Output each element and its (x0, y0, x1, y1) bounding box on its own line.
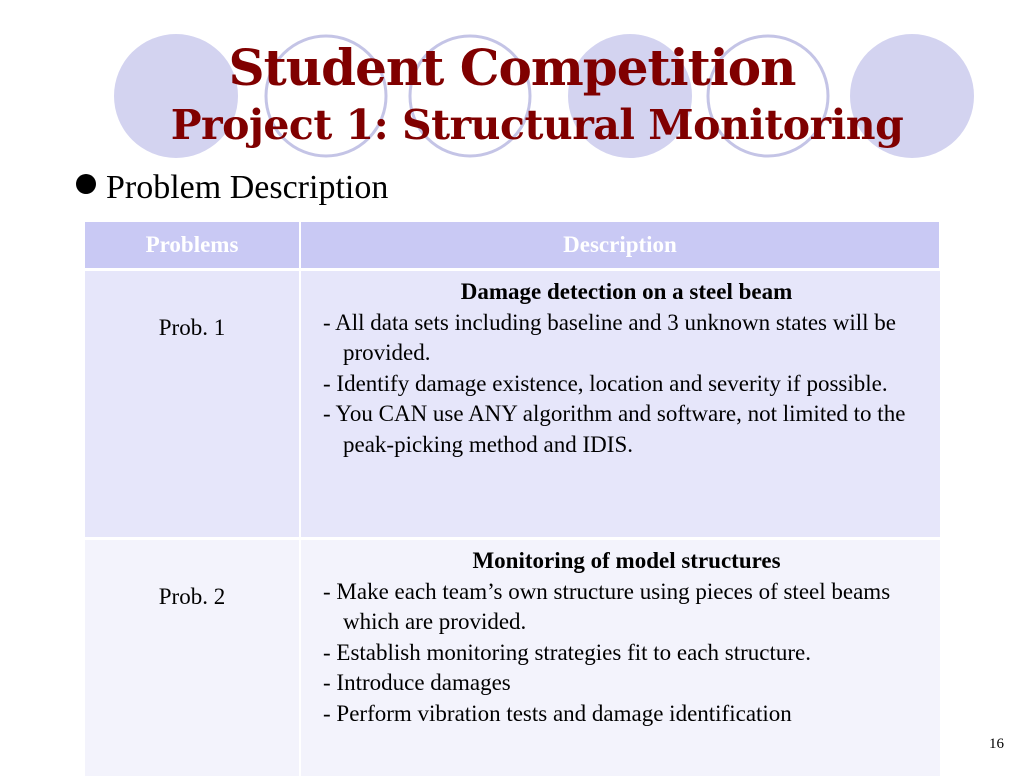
table-row: Prob. 1 Damage detection on a steel beam… (85, 270, 940, 539)
page-number: 16 (989, 736, 1004, 753)
title-line-2: Project 1: Structural Monitoring (0, 98, 1024, 152)
title-line-1: Student Competition (0, 38, 1024, 98)
description-item: - Identify damage existence, location an… (323, 369, 930, 400)
bullet-problem-description: Problem Description (76, 166, 388, 210)
header-problems: Problems (85, 222, 300, 270)
description-cell: Damage detection on a steel beam - All d… (300, 270, 940, 539)
problem-cell: Prob. 1 (85, 270, 300, 539)
description-cell: Monitoring of model structures - Make ea… (300, 539, 940, 776)
bullet-dot-icon (76, 174, 96, 194)
problem-cell: Prob. 2 (85, 539, 300, 776)
description-heading: Damage detection on a steel beam (323, 277, 930, 308)
bullet-text: Problem Description (106, 169, 388, 206)
description-item: - All data sets including baseline and 3… (323, 308, 930, 369)
description-item: - Establish monitoring strategies fit to… (323, 638, 930, 669)
table-row: Prob. 2 Monitoring of model structures -… (85, 539, 940, 776)
problems-table: Problems Description Prob. 1 Damage dete… (85, 222, 941, 776)
description-item: - You CAN use ANY algorithm and software… (323, 399, 930, 460)
description-heading: Monitoring of model structures (323, 546, 930, 577)
description-item: - Introduce damages (323, 668, 930, 699)
slide-title: Student Competition Project 1: Structura… (0, 38, 1024, 152)
description-item: - Make each team’s own structure using p… (323, 577, 930, 638)
header-description: Description (300, 222, 940, 270)
table-header-row: Problems Description (85, 222, 940, 270)
description-item: - Perform vibration tests and damage ide… (323, 699, 930, 730)
